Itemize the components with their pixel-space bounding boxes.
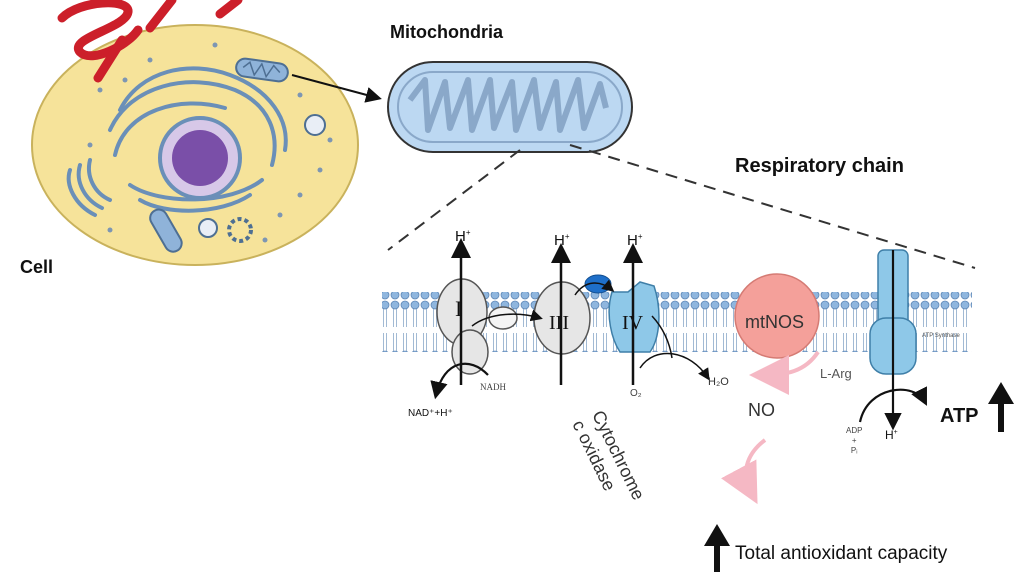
proton-charge: + xyxy=(893,429,898,436)
proton-charge: + xyxy=(637,232,643,241)
mtnos-label: mtNOS xyxy=(745,312,805,332)
l-arg-label: L-Arg xyxy=(820,366,852,381)
proton-label: H+ xyxy=(885,428,898,442)
proton-label: H+ xyxy=(455,228,471,245)
centriole xyxy=(227,217,253,243)
atp-label: ATP xyxy=(940,405,979,427)
cell-mitochondrion xyxy=(235,57,289,83)
nadh-label: NADH xyxy=(480,382,506,392)
cell-label: Cell xyxy=(20,257,54,277)
up-arrow-icon xyxy=(988,382,1014,432)
nucleus xyxy=(172,130,228,186)
complex-iii-label: III xyxy=(549,312,569,334)
cell-mitochondrion-2 xyxy=(149,208,183,253)
mitochondria-label: Mitochondria xyxy=(390,22,503,42)
proton-symbol: H xyxy=(627,232,638,249)
adp-label: ADP + Pᵢ xyxy=(846,426,862,456)
adp-text: ADP xyxy=(846,426,863,435)
oxygen-arrow xyxy=(639,352,710,381)
proton-label: H+ xyxy=(554,232,570,249)
antioxidant-arrow xyxy=(721,438,767,505)
adp-arrow xyxy=(858,386,927,423)
mitochondria-illustration xyxy=(387,61,633,153)
vesicle xyxy=(198,218,218,238)
complex-iv-label: IV xyxy=(622,312,644,334)
vesicle xyxy=(304,114,326,136)
atp-synthase-label: ATP Synthase xyxy=(922,333,960,339)
respiratory-chain-label: Respiratory chain xyxy=(735,155,904,177)
arrow-to-mitochondria xyxy=(291,74,382,103)
proton-charge: + xyxy=(564,232,570,241)
cell-illustration xyxy=(31,24,359,266)
zoom-line-left xyxy=(387,149,521,251)
golgi-apparatus xyxy=(66,158,112,217)
electron-flow-arrow xyxy=(651,315,673,359)
adp-plus: + xyxy=(851,436,857,445)
proton-symbol: H xyxy=(455,228,466,245)
endoplasmic-reticulum xyxy=(108,66,288,213)
electron-flow-arrow xyxy=(471,309,543,327)
proton-label: H+ xyxy=(627,232,643,249)
complex-i-label: I xyxy=(455,296,463,321)
proton-charge: + xyxy=(465,228,471,237)
proton-symbol: H xyxy=(885,428,894,442)
nad-label: NAD⁺+H⁺ xyxy=(408,408,453,419)
no-label: NO xyxy=(748,400,775,420)
up-arrow-icon xyxy=(704,524,730,572)
pi-text: Pᵢ xyxy=(850,446,858,455)
oxygen-label: O₂ xyxy=(630,388,642,399)
total-antioxidant-label: Total antioxidant capacity xyxy=(735,543,948,564)
nadh-arrow xyxy=(430,362,489,400)
atp-synthase xyxy=(869,249,917,431)
proton-symbol: H xyxy=(554,232,565,249)
electron-flow-arrow xyxy=(574,279,615,296)
water-label: H₂O xyxy=(708,376,729,388)
no-arrow xyxy=(749,350,820,395)
ribosome-dots xyxy=(87,42,333,243)
zoom-line-right xyxy=(569,144,976,269)
red-scribble xyxy=(57,0,243,83)
